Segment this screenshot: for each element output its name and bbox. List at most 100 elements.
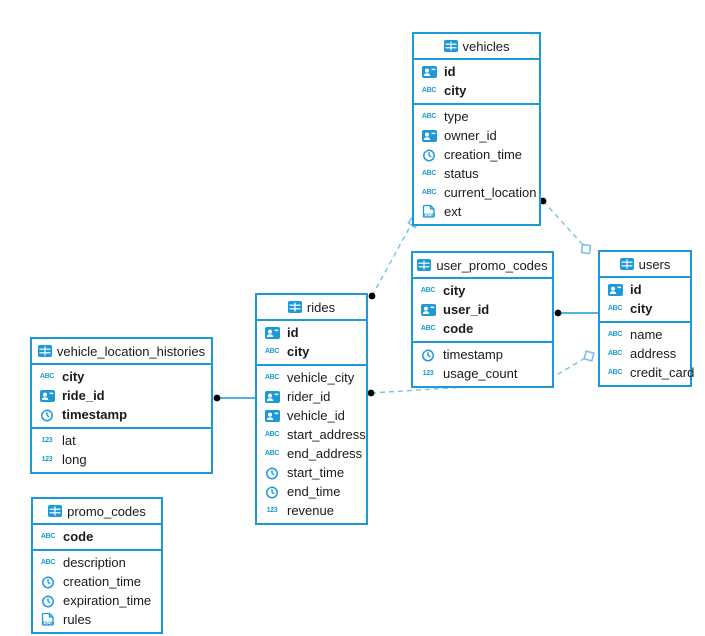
column-row-lat[interactable]: 123 lat [32, 431, 211, 450]
column-name: creation_time [63, 574, 142, 589]
column-name: address [630, 346, 677, 361]
string-type-icon: ABC [421, 86, 437, 94]
column-name: start_time [287, 465, 345, 480]
column-name: usage_count [443, 366, 518, 381]
column-row-id[interactable]: id [600, 280, 690, 299]
table-icon [48, 505, 63, 517]
column-name: expiration_time [63, 593, 152, 608]
referenced-table-square-marker [583, 350, 595, 362]
string-type-icon: ABC [264, 430, 280, 438]
column-row-vehicle_id[interactable]: vehicle_id [257, 406, 366, 425]
column-name: lat [62, 433, 76, 448]
referenced-table-square-marker [580, 243, 592, 255]
column-row-timestamp[interactable]: timestamp [32, 405, 211, 424]
column-row-id[interactable]: id [414, 62, 539, 81]
table-title: users [638, 256, 671, 272]
column-name: city [287, 344, 310, 359]
table-title: vehicle_location_histories [56, 343, 206, 359]
time-type-icon [38, 593, 58, 608]
connector-user_promo_codes-to-users[interactable] [554, 309, 598, 317]
string-type-icon: ABC [264, 373, 280, 381]
column-name: code [63, 529, 94, 544]
relationship-line[interactable] [371, 222, 413, 297]
int-type-icon: 123 [422, 369, 434, 377]
column-name: city [630, 301, 653, 316]
string-type-icon: ABC [421, 188, 437, 196]
column-name: code [443, 321, 474, 336]
column-row-usage_count[interactable]: 123 usage_count [413, 364, 552, 383]
string-type-icon: ABC [420, 286, 436, 294]
column-name: timestamp [62, 407, 128, 422]
table-header[interactable]: rides [257, 295, 366, 321]
table-icon [37, 345, 52, 357]
relationship-line[interactable] [542, 200, 585, 247]
table-title: user_promo_codes [436, 257, 548, 273]
column-row-ride_id[interactable]: ride_id [32, 386, 211, 405]
column-row-end_time[interactable]: end_time [257, 482, 366, 501]
uuid-type-icon [418, 303, 438, 316]
string-type-icon: ABC [607, 349, 623, 357]
connector-vehicles-to-users[interactable] [539, 197, 592, 255]
column-row-rider_id[interactable]: rider_id [257, 387, 366, 406]
column-row-id[interactable]: id [257, 323, 366, 342]
column-row-start_time[interactable]: start_time [257, 463, 366, 482]
table-header[interactable]: user_promo_codes [413, 253, 552, 279]
column-name: type [444, 109, 469, 124]
table-icon [619, 258, 634, 270]
column-row-creation_time[interactable]: creation_time [33, 572, 161, 591]
column-name: creation_time [444, 147, 523, 162]
time-type-icon [262, 484, 282, 499]
table-header[interactable]: promo_codes [33, 499, 161, 525]
table-header[interactable]: users [600, 252, 690, 278]
column-row-creation_time[interactable]: creation_time [414, 145, 539, 164]
int-type-icon: 123 [41, 436, 53, 444]
int-type-icon: 123 [41, 455, 53, 463]
svg-text:JSON: JSON [42, 620, 55, 625]
table-header[interactable]: vehicle_location_histories [32, 339, 211, 365]
table-header[interactable]: vehicles [414, 34, 539, 60]
column-row-owner_id[interactable]: owner_id [414, 126, 539, 145]
column-row-code[interactable]: ABC code [33, 527, 161, 546]
column-row-timestamp[interactable]: timestamp [413, 345, 552, 364]
connector-vehicle_location_histories-to-rides[interactable] [213, 394, 255, 402]
string-type-icon: ABC [39, 372, 55, 380]
column-row-expiration_time[interactable]: expiration_time [33, 591, 161, 610]
string-type-icon: ABC [607, 330, 623, 338]
column-row-address[interactable]: ABC address [600, 344, 690, 363]
column-name: credit_card [630, 365, 695, 380]
string-type-icon: ABC [40, 532, 56, 540]
column-name: status [444, 166, 479, 181]
column-row-user_id[interactable]: user_id [413, 300, 552, 319]
column-name: owner_id [444, 128, 497, 143]
